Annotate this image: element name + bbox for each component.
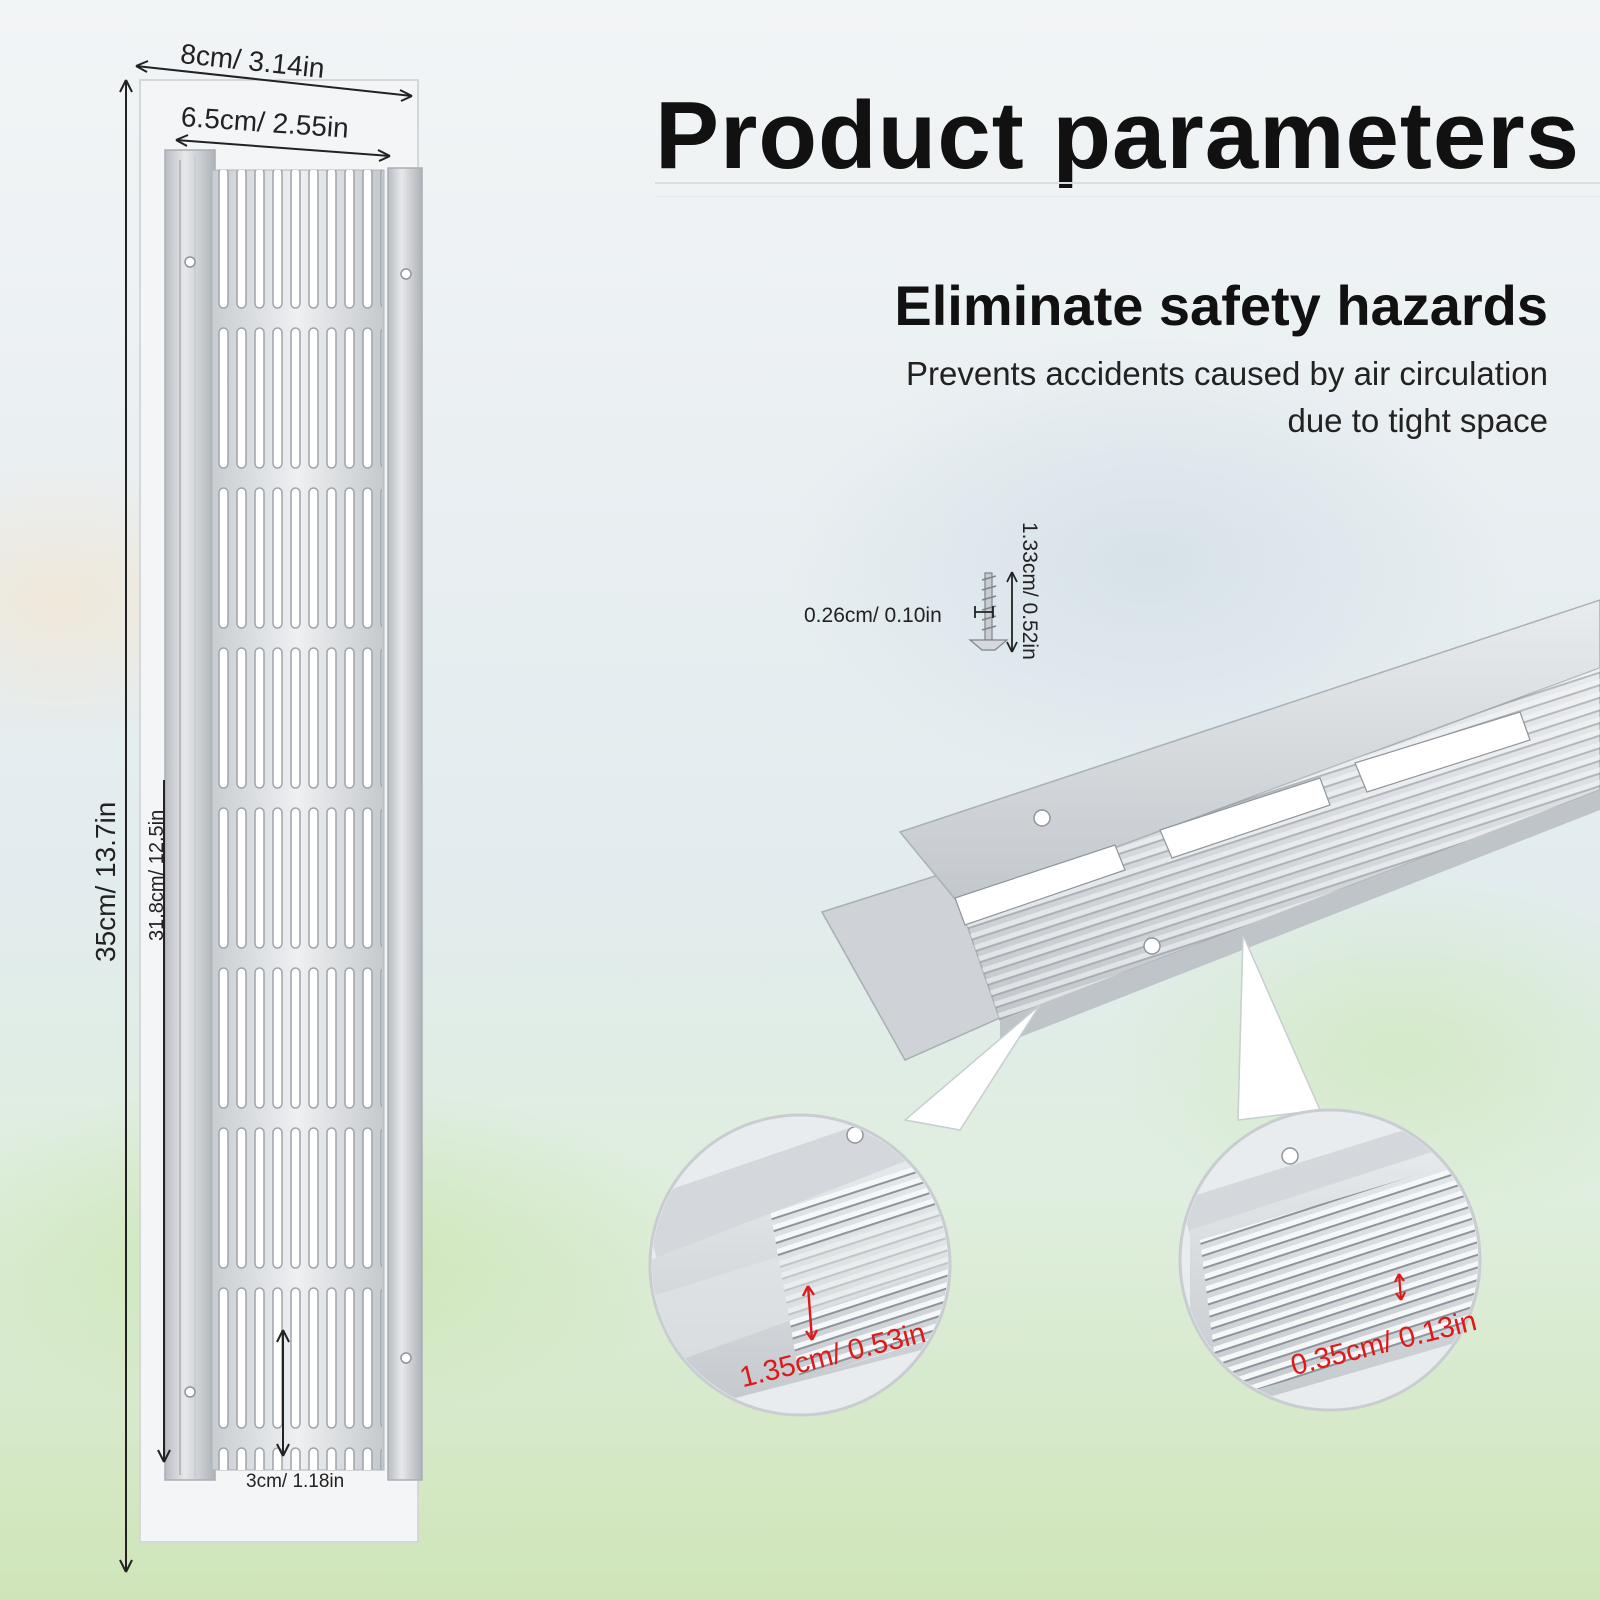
- page-title: Product parameters: [655, 82, 1580, 189]
- feature-description: Prevents accidents caused by air circula…: [728, 350, 1548, 444]
- angled-vent-strip: [820, 599, 1600, 1061]
- dimension-arrows-panel: [119, 60, 413, 1573]
- screw-illustration: [968, 571, 1018, 653]
- feature-title: Eliminate safety hazards: [894, 274, 1548, 337]
- feature-description-line-2: due to tight space: [1287, 402, 1548, 439]
- title-underline: [655, 182, 1600, 184]
- dim-slot-length: 3cm/ 1.18in: [246, 1471, 345, 1492]
- zoom-circle-right: [1178, 1108, 1482, 1412]
- feature-description-line-1: Prevents accidents caused by air circula…: [906, 355, 1548, 392]
- dim-total-length: 35cm/ 13.7in: [90, 801, 121, 962]
- vertical-vent-panel: [139, 79, 423, 1543]
- zoom-circle-left: [648, 1113, 952, 1417]
- dim-screw-length: 1.33cm/ 0.52in: [1018, 522, 1041, 660]
- title-underline-secondary: [655, 196, 1600, 197]
- dim-vent-length: 31.8cm/ 12.5in: [146, 809, 168, 941]
- callout-connectors: [903, 934, 1322, 1131]
- dim-screw-diameter: 0.26cm/ 0.10in: [804, 604, 942, 627]
